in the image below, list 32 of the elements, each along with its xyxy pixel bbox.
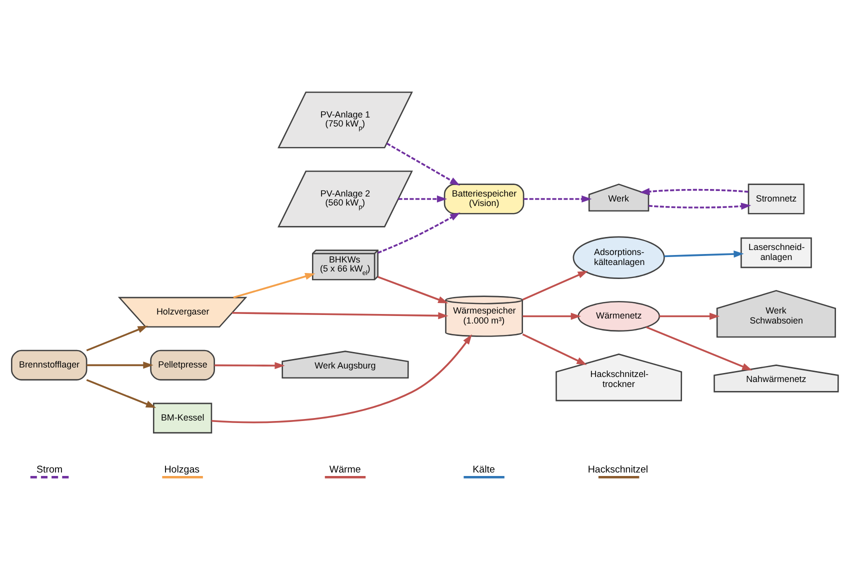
node-box: Stromnetz: [748, 183, 805, 214]
arrow: [86, 325, 148, 351]
arrow: [86, 361, 154, 368]
arrow: [646, 326, 752, 370]
arrow: [378, 276, 448, 303]
legend-label: Holzgas: [164, 464, 200, 475]
node-box: BM-Kessel: [152, 402, 212, 433]
arrow: [386, 142, 460, 186]
legend-label: Hackschnitzel: [588, 464, 648, 475]
node-box: Laserschneid- anlagen: [740, 236, 812, 268]
arrow: [378, 212, 460, 254]
arrow: [211, 334, 472, 423]
node-ellipse: Wärmenetz: [578, 300, 660, 332]
node-box: Pelletpresse: [150, 349, 215, 380]
arrow: [648, 202, 752, 210]
legend-label: Strom: [36, 464, 63, 475]
node-box: Batteriespeicher (Vision): [444, 183, 524, 214]
arrow: [214, 362, 285, 369]
arrow: [664, 250, 744, 258]
legend-label: Wärme: [329, 464, 361, 475]
node-box: Brennstofflager: [11, 349, 88, 380]
arrow: [522, 312, 581, 320]
arrow: [398, 194, 448, 202]
arrow: [522, 333, 587, 364]
arrow: [232, 311, 448, 319]
arrow: [86, 378, 156, 408]
legend-label: Kälte: [472, 464, 495, 475]
arrow: [233, 272, 316, 298]
arrow: [640, 188, 748, 195]
arrow: [659, 312, 720, 320]
arrow: [524, 194, 592, 202]
arrow: [522, 270, 588, 300]
